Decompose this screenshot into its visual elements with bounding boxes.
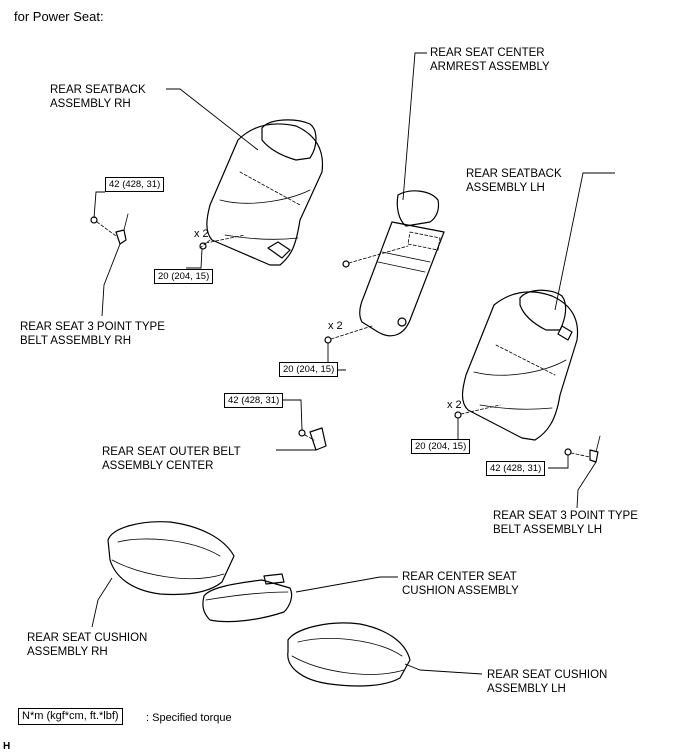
label-belt-rh: REAR SEAT 3 POINT TYPE BELT ASSEMBLY RH [20, 321, 165, 347]
armrest-drawing [324, 190, 445, 344]
cushion-lh-drawing [287, 622, 411, 687]
belt-lh-drawing [564, 435, 601, 463]
label-seatback-rh: REAR SEATBACK ASSEMBLY RH [50, 84, 146, 110]
leader-lines [91, 52, 615, 675]
label-outer-belt-center: REAR SEAT OUTER BELT ASSEMBLY CENTER [102, 446, 241, 472]
belt-rh-drawing [90, 213, 129, 245]
label-center-cushion: REAR CENTER SEAT CUSHION ASSEMBLY [402, 571, 519, 597]
torque-box: 42 (428, 31) [224, 393, 284, 408]
quantity-label: x 2 [447, 399, 462, 411]
quantity-label: x 2 [328, 320, 343, 332]
seatback-lh-drawing [454, 289, 579, 441]
torque-box: 20 (204, 15) [154, 269, 214, 284]
label-cushion-lh: REAR SEAT CUSHION ASSEMBLY LH [487, 669, 608, 695]
legend-torque-box: N*m (kgf*cm, ft.*lbf) [18, 708, 123, 725]
seatback-rh-drawing [199, 119, 324, 266]
corner-mark: H [3, 741, 11, 752]
label-belt-lh: REAR SEAT 3 POINT TYPE BELT ASSEMBLY LH [493, 510, 638, 536]
torque-box: 42 (428, 31) [105, 177, 165, 192]
torque-box: 42 (428, 31) [486, 461, 546, 476]
diagram-caption: for Power Seat: [14, 9, 104, 24]
label-seatback-lh: REAR SEATBACK ASSEMBLY LH [466, 168, 562, 194]
legend-text: : Specified torque [146, 712, 232, 724]
torque-box: 20 (204, 15) [411, 439, 471, 454]
center-cushion-drawing [202, 573, 293, 623]
outer-belt-center-drawing [298, 427, 327, 451]
cushion-rh-drawing [107, 521, 235, 596]
torque-box: 20 (204, 15) [279, 362, 339, 377]
label-cushion-rh: REAR SEAT CUSHION ASSEMBLY RH [27, 632, 148, 658]
quantity-label: x 2 [194, 228, 209, 240]
label-armrest: REAR SEAT CENTER ARMREST ASSEMBLY [430, 47, 550, 73]
